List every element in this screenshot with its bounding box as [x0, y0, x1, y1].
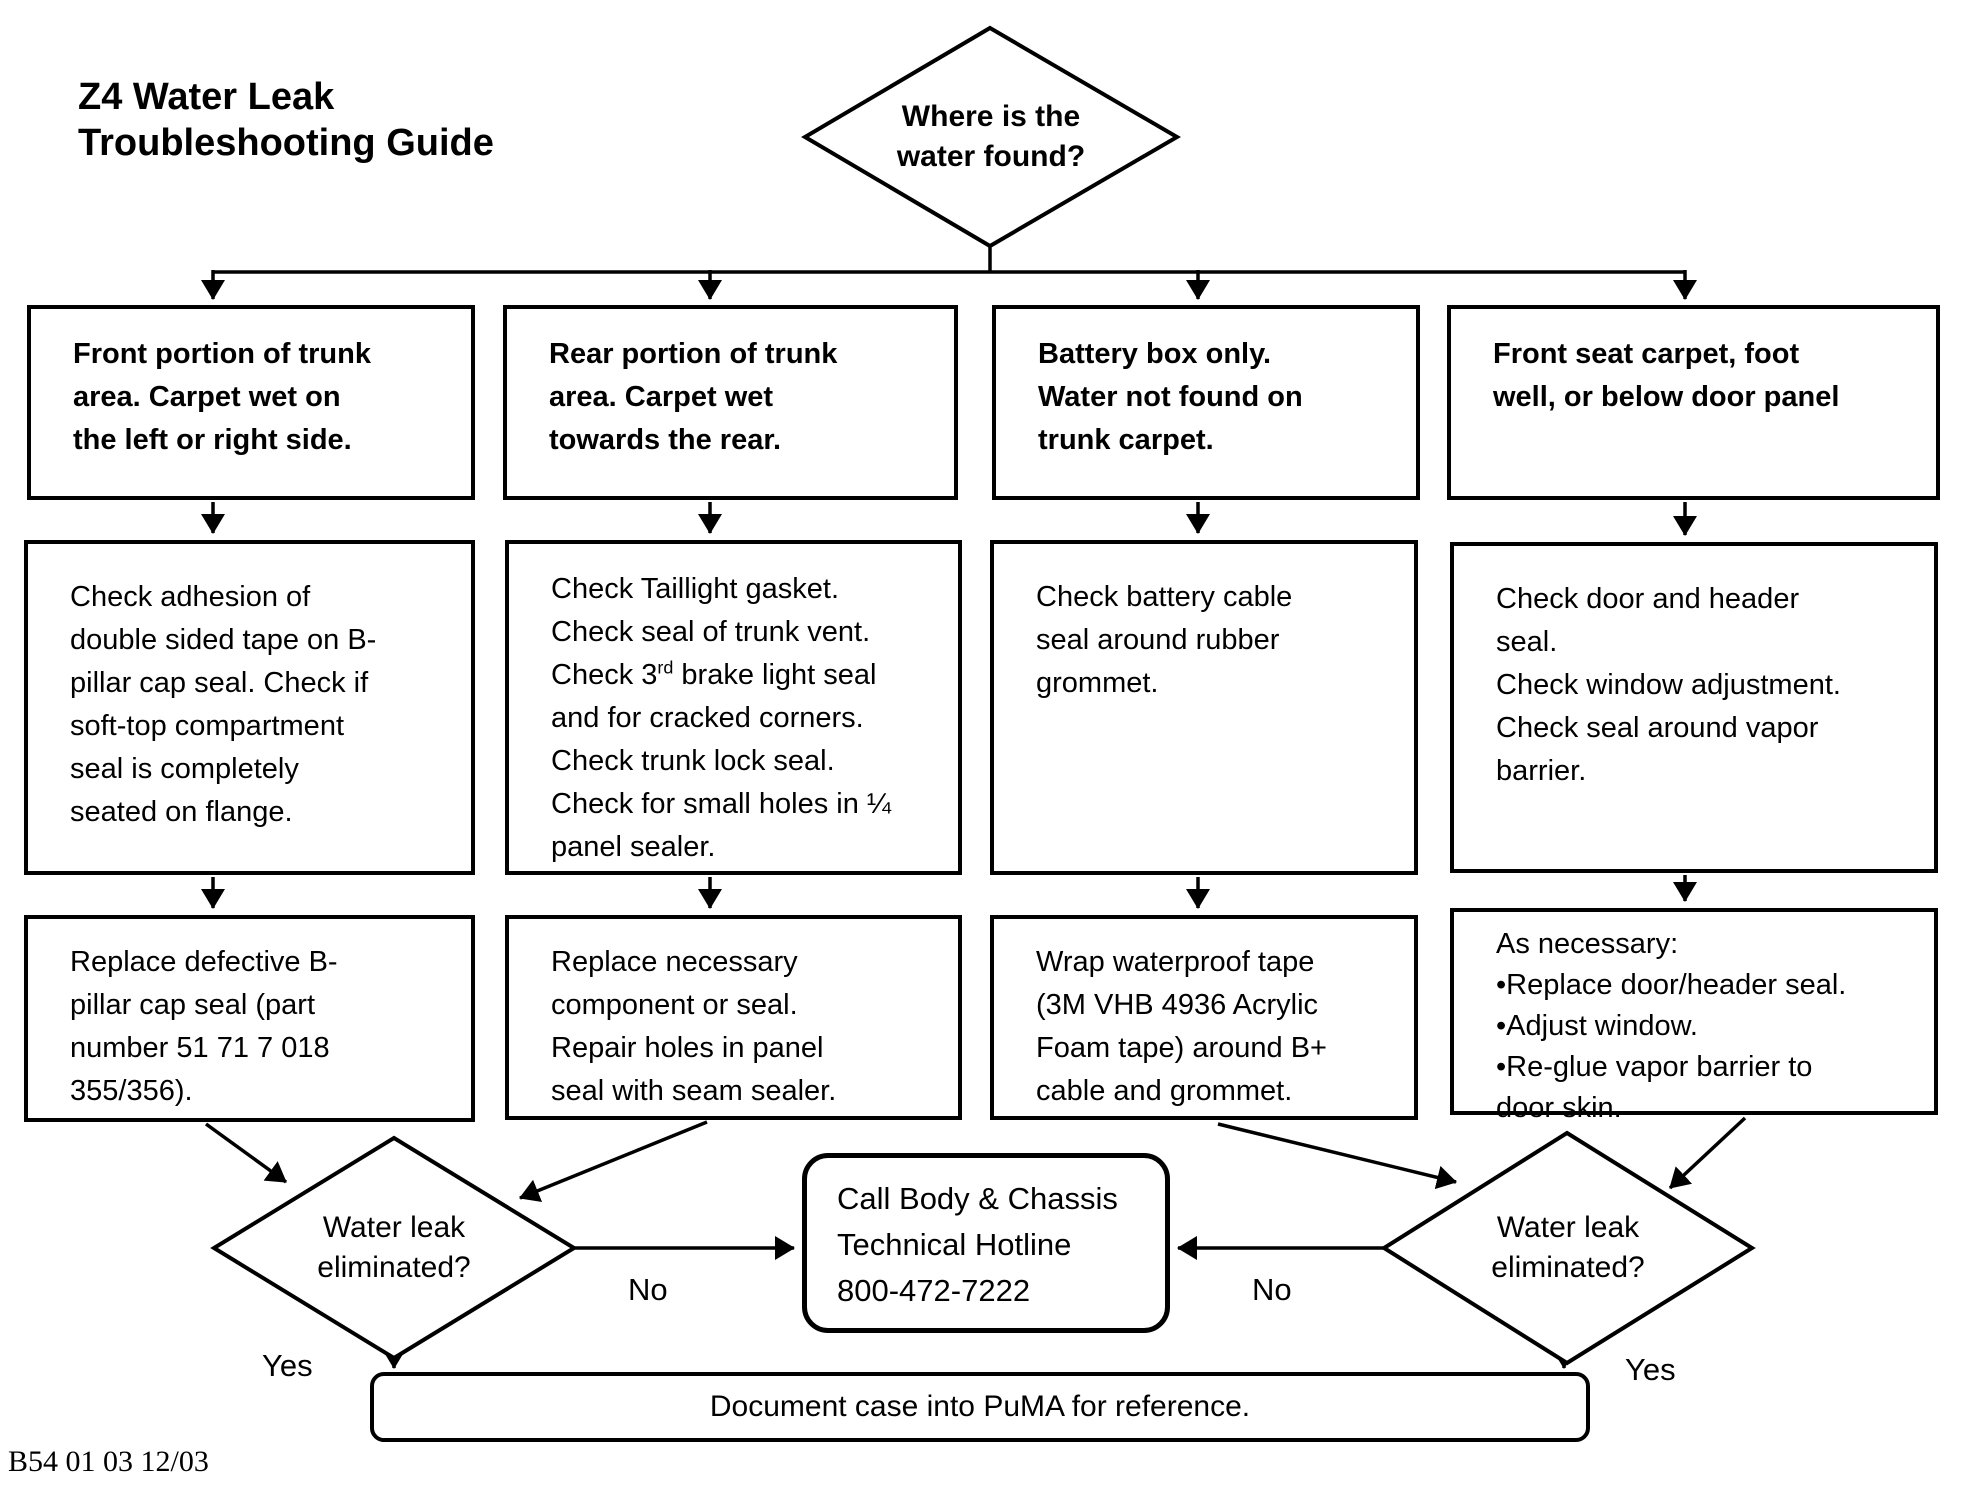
label-no-right: No — [1252, 1272, 1292, 1307]
document-code: B54 01 03 12/03 — [8, 1445, 209, 1478]
decision-diamond-right — [1380, 1130, 1756, 1366]
label-yes-left: Yes — [262, 1348, 313, 1383]
decision-shapes — [210, 25, 1756, 1366]
action-box-front-seat: As necessary:•Replace door/header seal.•… — [1450, 908, 1938, 1124]
label-no-left: No — [628, 1272, 668, 1307]
action-box-battery-box: Wrap waterproof tape(3M VHB 4936 Acrylic… — [990, 915, 1418, 1120]
action-box-front-trunk: Replace defective B-pillar cap seal (par… — [24, 915, 475, 1122]
connector-lines — [201, 246, 1747, 1369]
document-note-text: Document case into PuMA for reference. — [709, 1390, 1251, 1423]
document-note-box: Document case into PuMA for reference. — [370, 1372, 1590, 1442]
decision-diamond-left — [210, 1135, 578, 1361]
check-box-rear-trunk: Check Taillight gasket.Check seal of tru… — [505, 540, 962, 875]
decision-diamond-root — [801, 25, 1181, 249]
label-yes-right: Yes — [1625, 1352, 1676, 1387]
